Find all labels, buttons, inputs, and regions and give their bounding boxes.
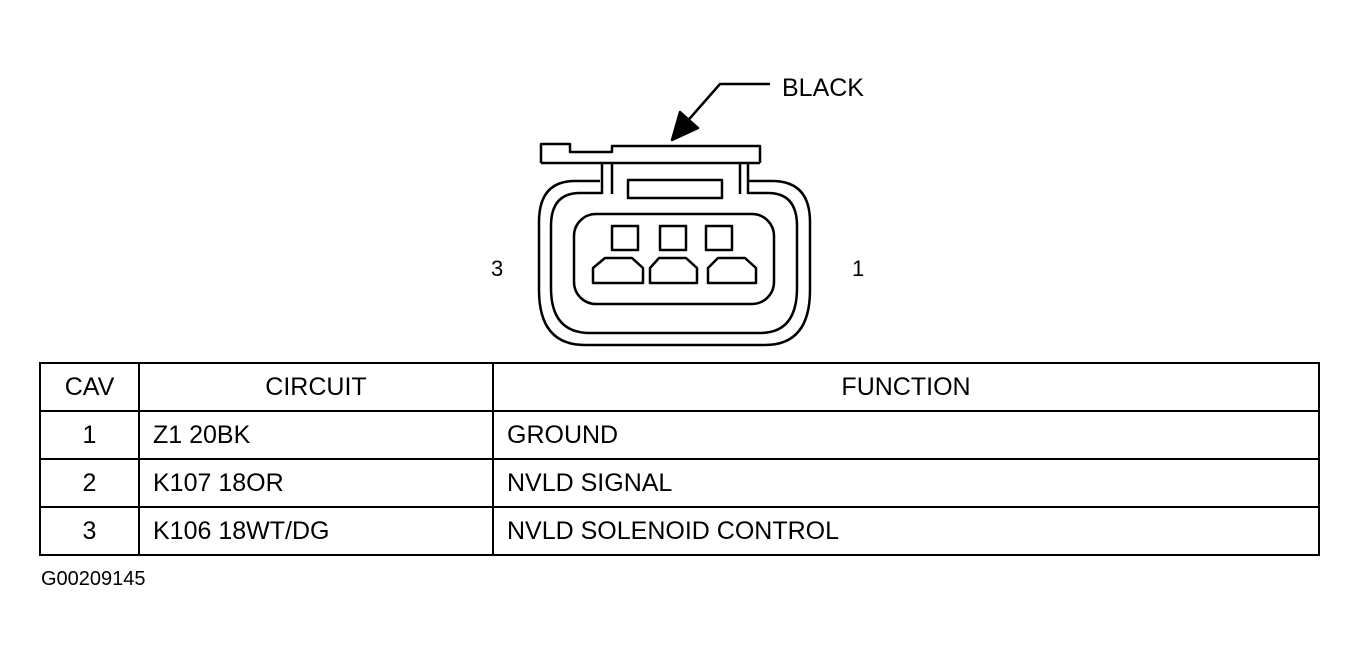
- pinout-table: CAV CIRCUIT FUNCTION 1 Z1 20BK GROUND 2 …: [39, 362, 1320, 556]
- color-label: BLACK: [782, 74, 864, 102]
- connector-diagram: BLACK 3 1: [491, 74, 864, 347]
- connector-body-outer: [537, 179, 812, 347]
- table-row: 1 Z1 20BK GROUND: [39, 410, 1320, 460]
- circuit-cell: K106 18WT/DG: [138, 506, 494, 556]
- terminal-3: [591, 256, 645, 285]
- header-cav: CAV: [39, 362, 140, 412]
- circuit-cell: K107 18OR: [138, 458, 494, 508]
- function-cell: NVLD SOLENOID CONTROL: [492, 506, 1320, 556]
- table-row: 3 K106 18WT/DG NVLD SOLENOID CONTROL: [39, 506, 1320, 556]
- pin-3-label: 3: [491, 256, 503, 281]
- header-function: FUNCTION: [492, 362, 1320, 412]
- terminal-1: [706, 256, 758, 285]
- function-cell: GROUND: [492, 410, 1320, 460]
- terminal-2: [648, 256, 699, 285]
- pin-1-label: 1: [852, 256, 864, 281]
- table-header-row: CAV CIRCUIT FUNCTION: [39, 362, 1320, 412]
- cavity-keys: [610, 224, 734, 252]
- cav-cell: 1: [39, 410, 140, 460]
- cav-cell: 2: [39, 458, 140, 508]
- cav-cell: 3: [39, 506, 140, 556]
- figure-id: G00209145: [41, 568, 146, 590]
- circuit-cell: Z1 20BK: [138, 410, 494, 460]
- leader-arrow: [670, 82, 770, 142]
- function-cell: NVLD SIGNAL: [492, 458, 1320, 508]
- table-row: 2 K107 18OR NVLD SIGNAL: [39, 458, 1320, 508]
- connector-latch: [539, 142, 762, 200]
- header-circuit: CIRCUIT: [138, 362, 494, 412]
- connector-body-inner: [549, 191, 799, 335]
- terminal-cavity: [572, 212, 776, 306]
